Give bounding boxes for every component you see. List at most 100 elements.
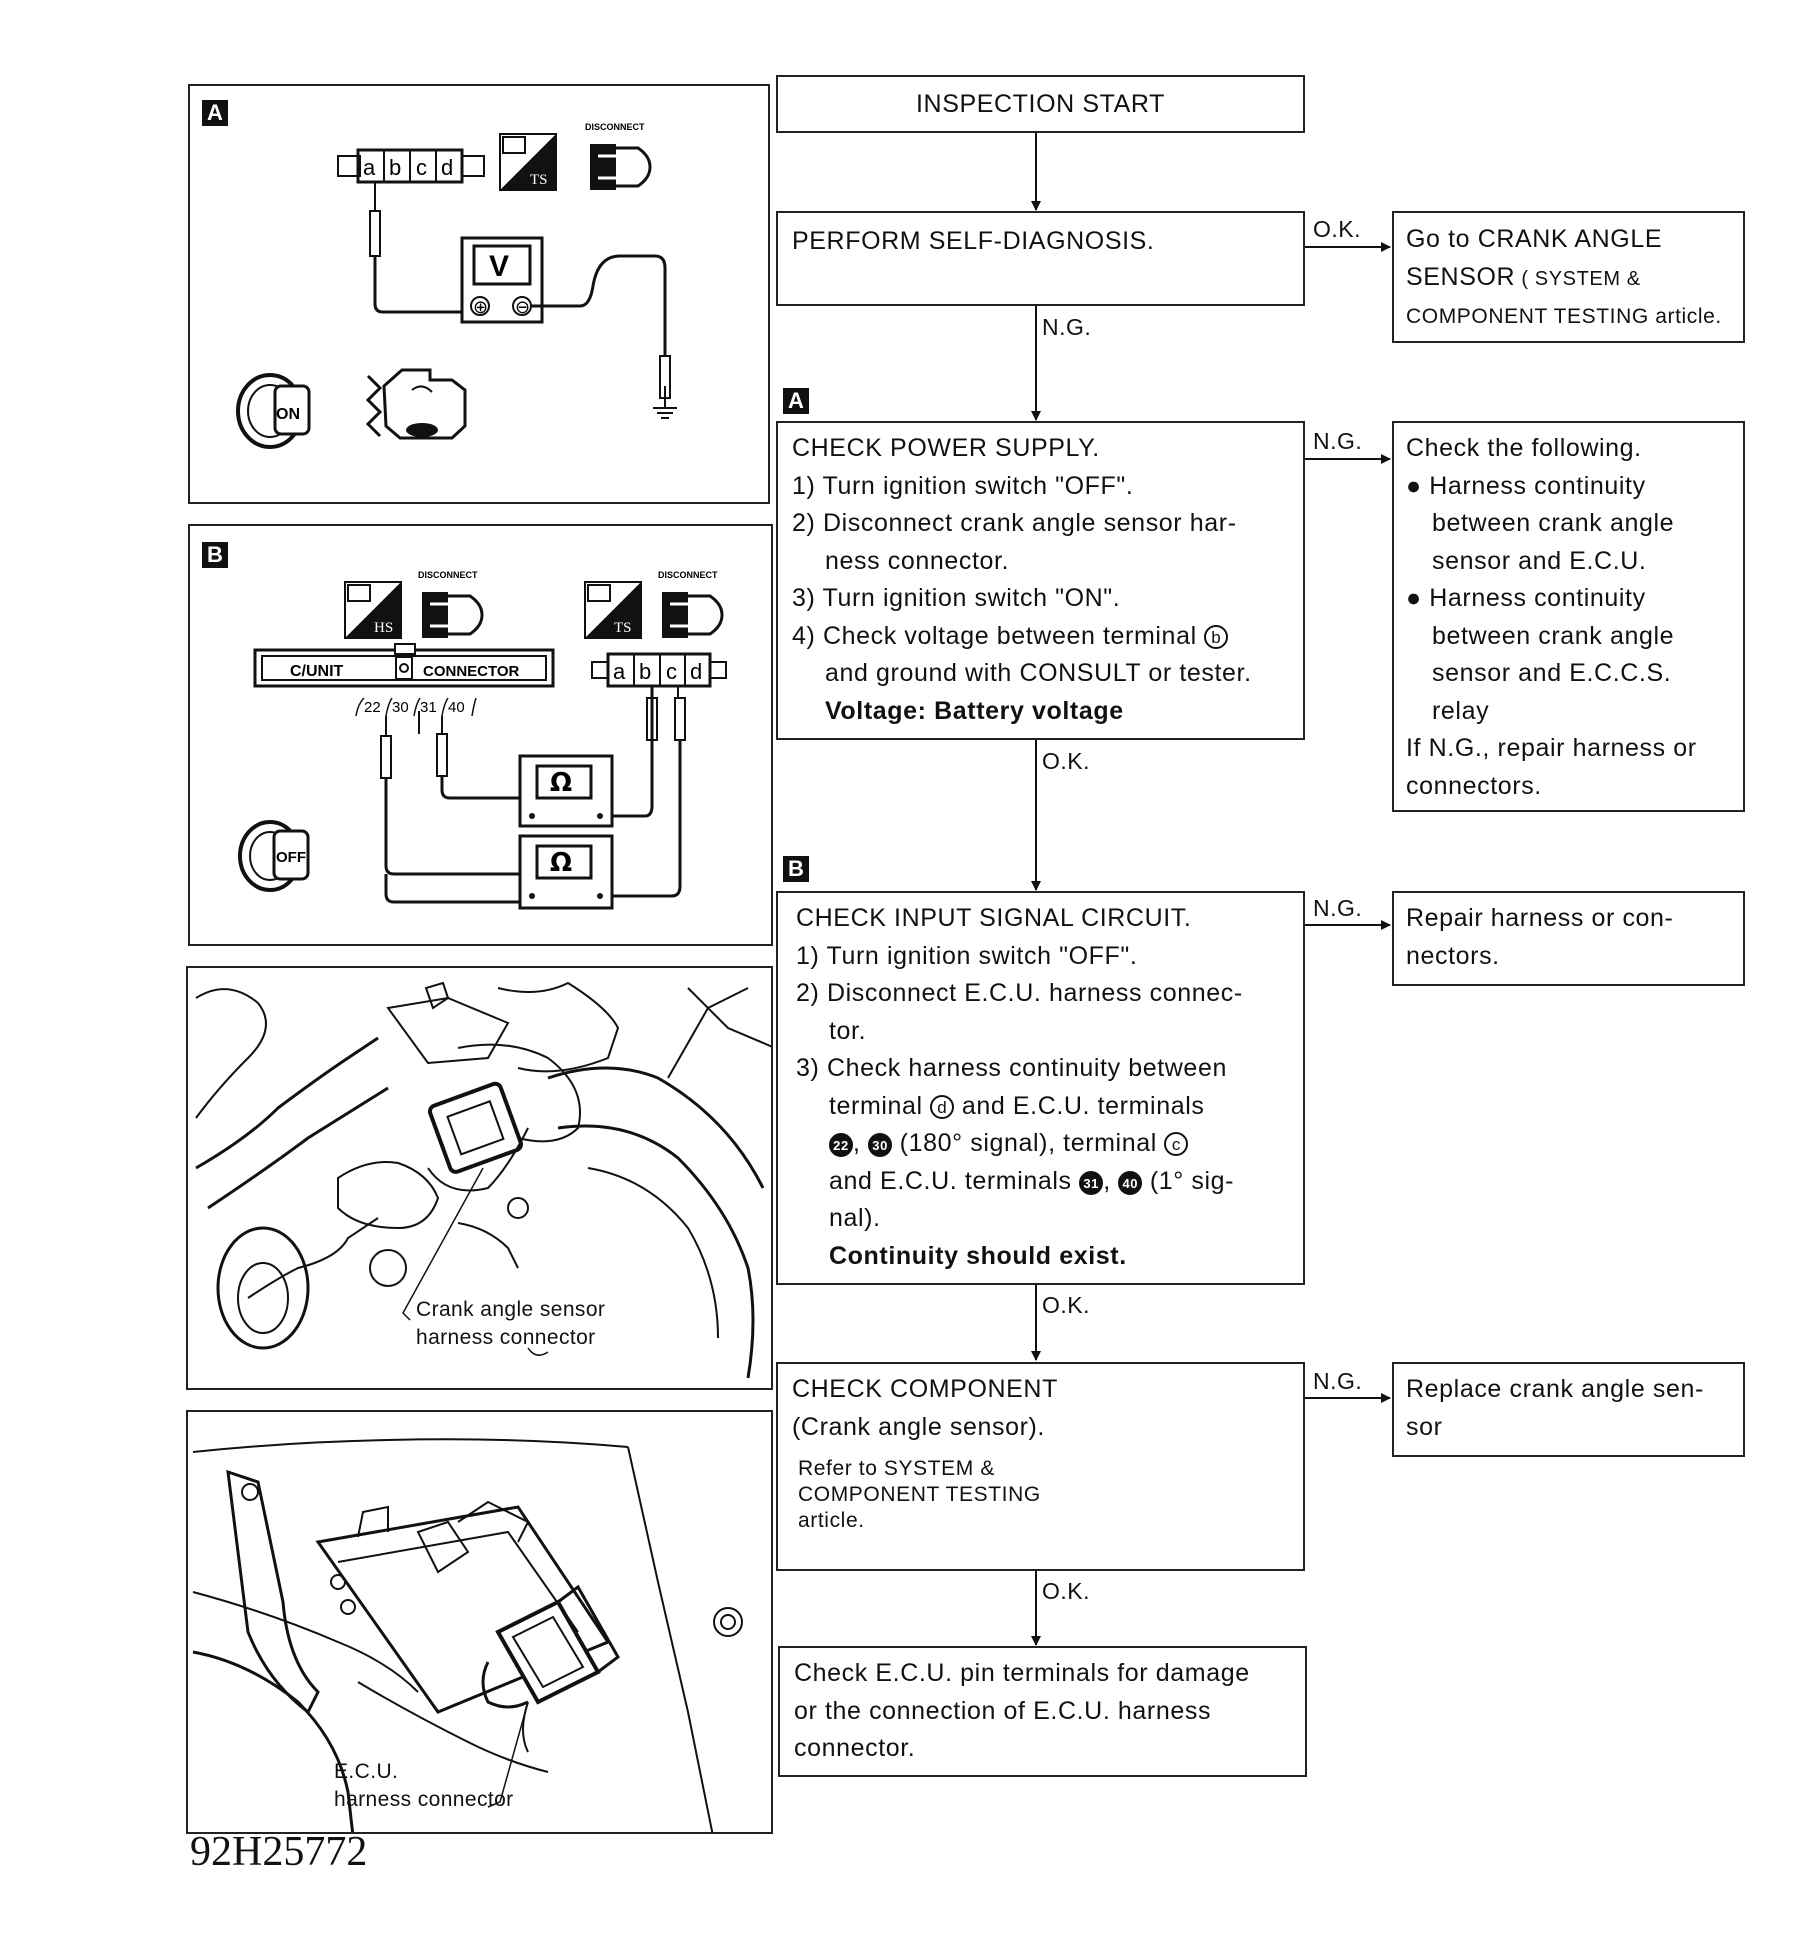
final-line2: or the connection of E.C.U. harness — [794, 1696, 1212, 1725]
document-number: 92H25772 — [190, 1829, 368, 1875]
bullet2-d: relay — [1432, 696, 1490, 725]
inspection-start-label: INSPECTION START — [916, 90, 1165, 118]
if-ng-1: If N.G., repair harness or — [1406, 734, 1697, 762]
disconnect-icon-2 — [662, 592, 724, 638]
input-step3d: and E.C.U. terminals 31, 40 (1° sig- — [829, 1166, 1235, 1195]
bullet1-a: Harness continuity — [1429, 471, 1646, 500]
repair-line1: Repair harness or con- — [1406, 904, 1674, 932]
pin-22-icon: 22 — [829, 1133, 853, 1157]
ignition-key-on-icon — [236, 373, 311, 449]
panel-c-crank-sensor-location: Crank angle sensor harness connector — [186, 966, 773, 1390]
ok-label-input: O.K. — [1042, 1292, 1091, 1318]
ecu-callout-line2: harness connector — [334, 1788, 514, 1811]
ohmmeter-icon-2 — [518, 834, 614, 910]
disconnect-icon-1 — [422, 592, 484, 638]
consult-ts-icon — [499, 133, 557, 191]
power-step1: 1) Turn ignition switch "OFF". — [792, 471, 1134, 500]
ohmmeter-icon-1 — [518, 754, 614, 828]
ng-label-input: N.G. — [1313, 895, 1363, 921]
minus-terminal: ⊖ — [515, 297, 530, 318]
self-diagnosis-box: PERFORM SELF-DIAGNOSIS. — [776, 211, 1305, 306]
ng-label-component: N.G. — [1313, 1368, 1363, 1394]
input-spec: Continuity should exist. — [829, 1241, 1127, 1270]
bullet2-c: sensor and E.C.C.S. — [1432, 659, 1672, 687]
ng-label-power: N.G. — [1313, 428, 1363, 454]
power-title: CHECK POWER SUPPLY. — [792, 434, 1100, 462]
term-b-b: b — [639, 659, 651, 684]
final-line1: Check E.C.U. pin terminals for damage — [794, 1659, 1250, 1687]
input-step3b-post: and E.C.U. terminals — [961, 1091, 1205, 1120]
pin-22: 22 — [364, 699, 381, 716]
plus-terminal: ⊕ — [473, 297, 488, 318]
component-sub: (Crank angle sensor). — [792, 1412, 1045, 1441]
panel-b-marker: B — [202, 542, 228, 568]
ground-icon — [653, 398, 677, 419]
terminal-connector-icon — [337, 148, 485, 184]
connector-label: CONNECTOR — [423, 663, 520, 680]
cunit-label: C/UNIT — [290, 663, 344, 680]
goto-line3: COMPONENT TESTING article. — [1406, 305, 1722, 328]
input-step2b: tor. — [829, 1016, 867, 1045]
panel-b-continuity-check: B HS DISCONNECT TS DISCONNECT — [188, 524, 773, 946]
component-ref2: COMPONENT TESTING — [798, 1483, 1041, 1506]
goto-line2: SENSOR ( SYSTEM & — [1406, 259, 1731, 299]
final-check-box: Check E.C.U. pin terminals for damage or… — [778, 1646, 1307, 1777]
ignition-key-off-icon — [238, 820, 310, 892]
flow-marker-a: A — [783, 388, 809, 414]
input-step3a: 3) Check harness continuity between — [796, 1054, 1227, 1082]
crank-sensor-callout: Crank angle sensor harness connector — [416, 1296, 605, 1352]
check-following-title: Check the following. — [1406, 434, 1642, 462]
bullet1-b: between crank angle — [1432, 509, 1675, 537]
pin-30: 30 — [392, 699, 409, 716]
crank-sensor-sketch — [195, 981, 771, 1379]
power-step2b: ness connector. — [825, 546, 1010, 575]
power-step4a-text: 4) Check voltage between terminal — [792, 621, 1197, 650]
panel-a-marker: A — [202, 100, 228, 126]
component-title: CHECK COMPONENT — [792, 1375, 1058, 1403]
bullet2-a: Harness continuity — [1429, 584, 1646, 612]
input-step1: 1) Turn ignition switch "OFF". — [796, 941, 1138, 970]
ecu-sketch — [192, 1438, 743, 1832]
crank-sensor-connector-icon — [427, 1081, 529, 1192]
power-step4a: 4) Check voltage between terminal b — [792, 618, 1289, 656]
check-input-signal-box: CHECK INPUT SIGNAL CIRCUIT. 1) Turn igni… — [776, 891, 1305, 1285]
term-d-b: d — [690, 659, 702, 684]
term-c-b: c — [666, 659, 677, 684]
input-title: CHECK INPUT SIGNAL CIRCUIT. — [796, 904, 1192, 932]
pin-30-icon: 30 — [868, 1133, 893, 1157]
replace-sensor-box: Replace crank angle sen- sor — [1392, 1362, 1745, 1457]
term-d: d — [441, 155, 453, 180]
crank-callout-line2: harness connector — [416, 1326, 596, 1349]
final-line3: connector. — [794, 1734, 916, 1762]
power-spec: Voltage: Battery voltage — [825, 696, 1124, 725]
goto-line2-small: ( SYSTEM & — [1515, 267, 1641, 290]
key-off-label: OFF — [276, 849, 306, 866]
component-ref1: Refer to SYSTEM & — [798, 1457, 995, 1480]
ok-label-component: O.K. — [1042, 1578, 1091, 1604]
goto-line1: Go to CRANK ANGLE — [1406, 225, 1663, 253]
check-component-box: CHECK COMPONENT (Crank angle sensor). Re… — [776, 1362, 1305, 1571]
panel-d-ecu-location: E.C.U. harness connector — [186, 1410, 773, 1834]
panel-a-voltage-check: A a b c d V ⊕ ⊖ — [188, 84, 770, 504]
panel-a-illustration: a b c d V ⊕ ⊖ T — [236, 122, 677, 449]
terminal-d-icon: d — [930, 1094, 955, 1119]
input-step3e: nal). — [829, 1204, 881, 1232]
goto-line2-big: SENSOR — [1406, 262, 1516, 291]
bullet-2: ● Harness continuity — [1406, 580, 1731, 618]
flow-marker-b: B — [783, 856, 809, 882]
ecu-callout: E.C.U. harness connector — [334, 1758, 514, 1814]
bullet-dot-icon: ● — [1406, 584, 1430, 612]
panel-b-illustration: HS DISCONNECT TS DISCONNECT — [238, 570, 727, 910]
pin-40: 40 — [448, 699, 465, 716]
input-step3d-post: (1° sig- — [1149, 1166, 1235, 1195]
ok-label-power: O.K. — [1042, 748, 1091, 774]
ecu-callout-line1: E.C.U. — [334, 1760, 399, 1783]
consult-hs-icon — [344, 581, 402, 639]
power-step4b: and ground with CONSULT or tester. — [825, 659, 1252, 687]
inspection-start-box: INSPECTION START — [776, 75, 1305, 133]
term-c: c — [416, 155, 427, 180]
disconnect-icon — [590, 144, 652, 190]
disconnect-label-2: DISCONNECT — [658, 570, 718, 580]
ng-label-selfdiag: N.G. — [1042, 314, 1092, 340]
